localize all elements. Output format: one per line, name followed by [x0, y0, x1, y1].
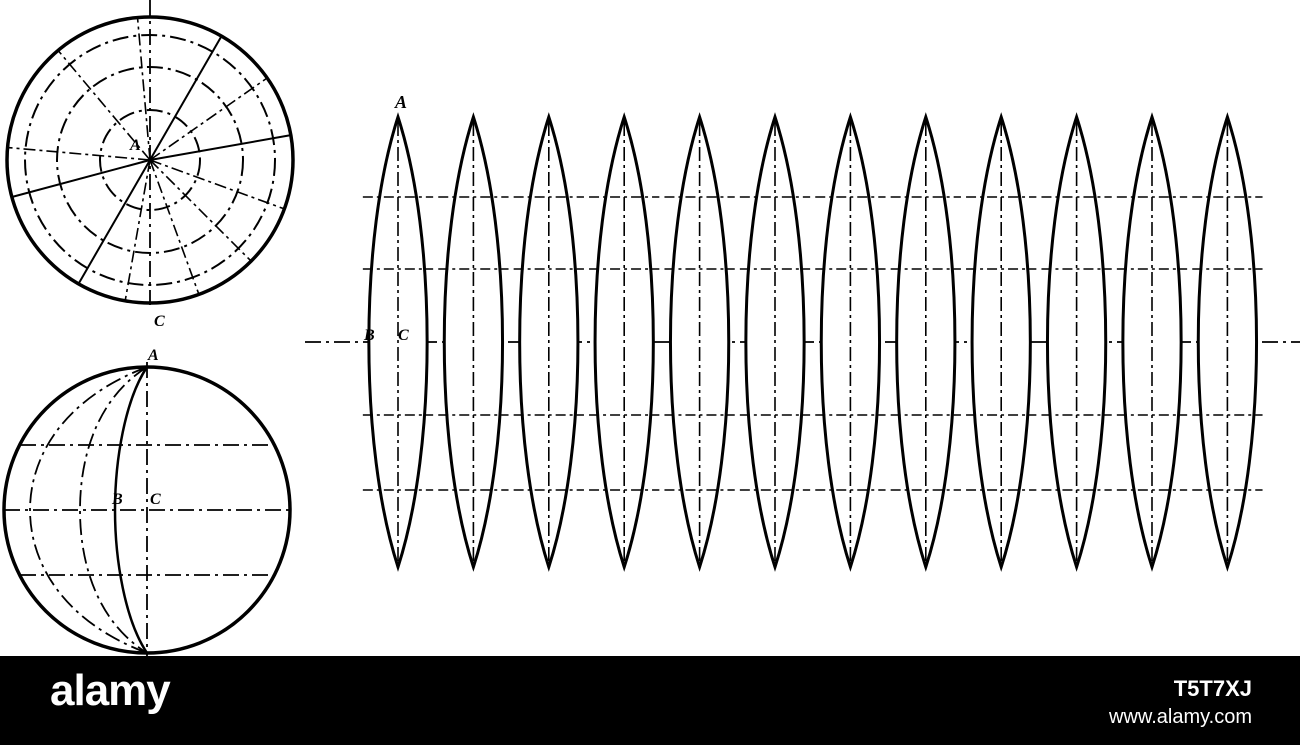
- gore: [362, 112, 434, 572]
- top-view-label-a: A: [129, 137, 141, 154]
- gore-label-b: B: [363, 327, 375, 344]
- gore: [438, 112, 509, 572]
- gore-label-c: C: [398, 327, 409, 344]
- gore-set: [362, 112, 1263, 572]
- top-view-ray: [124, 159, 151, 301]
- sphere-development-drawing: A C A B C A B C: [2, 0, 1300, 656]
- gore-development: A B C: [305, 92, 1300, 572]
- gore: [890, 112, 961, 572]
- top-view-meridian-lines: [7, 17, 292, 301]
- alamy-logo: alamy: [50, 666, 171, 715]
- top-view-label-c: C: [154, 313, 165, 330]
- top-view-ray: [149, 159, 252, 262]
- gore: [815, 112, 886, 572]
- gore: [664, 112, 735, 572]
- gore: [966, 112, 1037, 572]
- front-view-label-c: C: [150, 491, 161, 508]
- top-view-ray: [149, 77, 268, 161]
- image-id-text: T5T7XJ: [1173, 676, 1252, 701]
- gore: [1041, 112, 1112, 572]
- top-view-ray: [149, 159, 200, 295]
- front-view-meridian-2: [29, 366, 148, 654]
- gore: [1192, 112, 1263, 572]
- front-view-meridian-1: [79, 366, 148, 654]
- gore-label-a: A: [394, 92, 407, 112]
- top-view-ray: [149, 35, 223, 161]
- top-view-ray: [77, 159, 151, 285]
- gore: [739, 112, 811, 572]
- top-view-ray: [11, 159, 151, 198]
- front-view-meridian-3: [113, 366, 149, 654]
- site-url-text: www.alamy.com: [1109, 706, 1252, 728]
- front-view-label-a: A: [147, 347, 159, 364]
- gore: [1116, 112, 1188, 572]
- gore: [589, 112, 660, 572]
- top-view-ray: [7, 146, 151, 161]
- top-view-ray: [136, 17, 151, 161]
- top-view-ray: [57, 49, 151, 161]
- top-view-ray: [149, 134, 292, 161]
- sphere-front-view: A B C: [2, 347, 292, 656]
- sphere-top-view: A C: [5, 0, 295, 330]
- top-view-ray: [149, 159, 285, 210]
- front-view-label-b: B: [111, 491, 123, 508]
- gore: [513, 112, 584, 572]
- watermark-footer: alamy T5T7XJ www.alamy.com: [0, 656, 1300, 745]
